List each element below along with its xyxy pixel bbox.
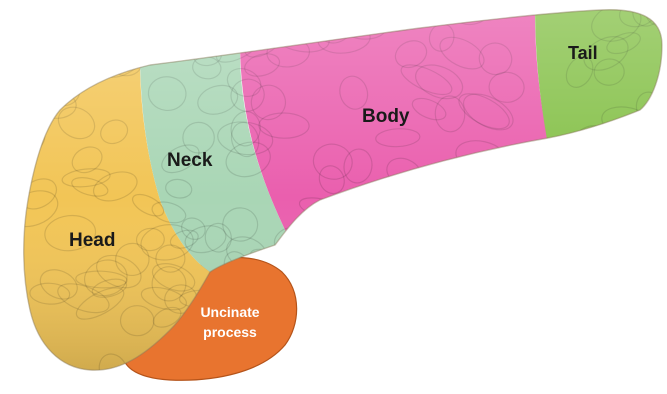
lobule: [425, 1, 453, 25]
lobule: [374, 237, 417, 272]
lobule: [612, 116, 652, 144]
lobule: [536, 263, 589, 313]
lobule: [57, 10, 98, 45]
lobule: [543, 183, 594, 211]
lobule: [505, 253, 546, 291]
lobule: [509, 363, 538, 390]
lobule: [300, 316, 329, 344]
lobule: [450, 351, 497, 381]
lobule: [77, 31, 135, 77]
lobule: [9, 41, 49, 75]
lobule: [102, 34, 145, 57]
lobule: [610, 290, 667, 321]
lobule: [359, 204, 393, 236]
lobule: [446, 273, 501, 318]
lobule: [101, 2, 164, 56]
lobule: [313, 2, 360, 40]
lobule: [535, 161, 577, 192]
lobule: [536, 317, 593, 361]
lobule: [579, 210, 606, 230]
lobule: [326, 227, 356, 262]
lobule: [55, 19, 92, 53]
lobule: [103, 0, 149, 21]
lobule: [627, 224, 665, 257]
lobule: [569, 169, 603, 200]
lobule: [574, 189, 636, 235]
lobule: [560, 241, 612, 282]
lobule: [63, 41, 97, 79]
lobule: [563, 144, 610, 184]
lobule: [567, 155, 598, 182]
lobule: [521, 198, 562, 238]
neck-label: Neck: [167, 150, 212, 172]
lobule: [528, 264, 582, 310]
lobule: [320, 206, 349, 228]
lobule: [572, 265, 598, 289]
lobule: [429, 336, 461, 364]
uncinate-label-line2: process: [182, 322, 278, 342]
uncinate-process-label: Uncinate process: [182, 302, 278, 342]
lobule: [474, 189, 518, 222]
lobule: [330, 10, 369, 35]
lobule: [635, 235, 667, 273]
uncinate-label-line1: Uncinate: [182, 302, 278, 322]
lobule: [180, 0, 223, 29]
lobule: [544, 163, 601, 210]
lobule: [355, 3, 395, 35]
lobule: [433, 333, 474, 375]
lobule: [574, 196, 619, 233]
body-label: Body: [362, 106, 410, 128]
lobule: [330, 359, 363, 392]
lobule: [612, 334, 667, 372]
lobule: [75, 7, 125, 25]
lobule: [628, 164, 667, 194]
lobule: [414, 340, 449, 376]
lobule: [491, 241, 520, 263]
lobule: [0, 104, 44, 149]
tail-label: Tail: [568, 43, 598, 64]
lobule: [289, 351, 320, 377]
head-label: Head: [69, 230, 115, 252]
lobule: [436, 199, 470, 224]
lobule: [496, 145, 551, 193]
lobule: [504, 269, 561, 316]
lobule: [605, 293, 646, 321]
lobule: [572, 243, 609, 275]
lobule: [560, 298, 598, 331]
lobule: [313, 324, 365, 368]
lobule: [362, 271, 424, 319]
lobule: [54, 41, 98, 84]
lobule: [583, 154, 640, 198]
